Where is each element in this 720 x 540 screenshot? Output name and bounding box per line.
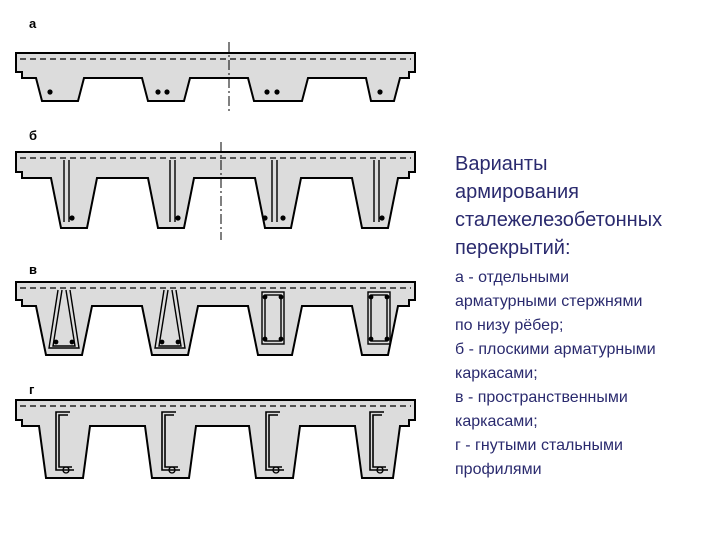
caption-title-line: Варианты <box>455 153 548 175</box>
caption-item-line: г - гнутыми стальными <box>455 437 623 454</box>
rebar-dots-b <box>69 215 385 221</box>
slab-a-outline <box>15 52 416 102</box>
caption-items: а - отдельными арматурными стержнями по … <box>455 266 717 482</box>
caption-item-line: арматурными стержнями <box>455 293 643 310</box>
label-v: в <box>29 262 37 277</box>
slab-v-outline <box>15 281 416 356</box>
rebar-dots-a <box>47 89 383 95</box>
caption-item-line: каркасами; <box>455 365 538 382</box>
caption-title: Варианты армирования сталежелезобетонных… <box>455 150 717 262</box>
label-g: г <box>29 382 35 397</box>
caption-item-line: в - пространственными <box>455 389 628 406</box>
caption-title-line: сталежелезобетонных <box>455 209 663 231</box>
caption-item-line: а - отдельными <box>455 269 570 286</box>
section-g <box>15 399 416 479</box>
label-a: а <box>29 16 37 31</box>
profile-bottom-loops-g <box>62 466 384 474</box>
caption-item-line: профилями <box>455 461 542 478</box>
flat-frames-b <box>63 160 380 222</box>
caption-item-line: б - плоскими арматурными <box>455 341 656 358</box>
spatial-frames-v <box>48 289 391 349</box>
caption-item-line: каркасами; <box>455 413 538 430</box>
section-a <box>15 42 416 112</box>
caption-title-line: армирования <box>455 181 579 203</box>
section-v <box>15 281 416 356</box>
section-b <box>15 142 416 240</box>
rebar-dots-v <box>53 294 390 345</box>
label-b: б <box>29 128 38 143</box>
slab-g-outline <box>15 399 416 479</box>
floor-sections-diagram <box>15 42 416 479</box>
caption-item-line: по низу рёбер; <box>455 317 564 334</box>
caption: Варианты армирования сталежелезобетонных… <box>455 150 717 482</box>
caption-title-line: перекрытий: <box>455 237 571 259</box>
slab-b-outline <box>15 151 416 229</box>
